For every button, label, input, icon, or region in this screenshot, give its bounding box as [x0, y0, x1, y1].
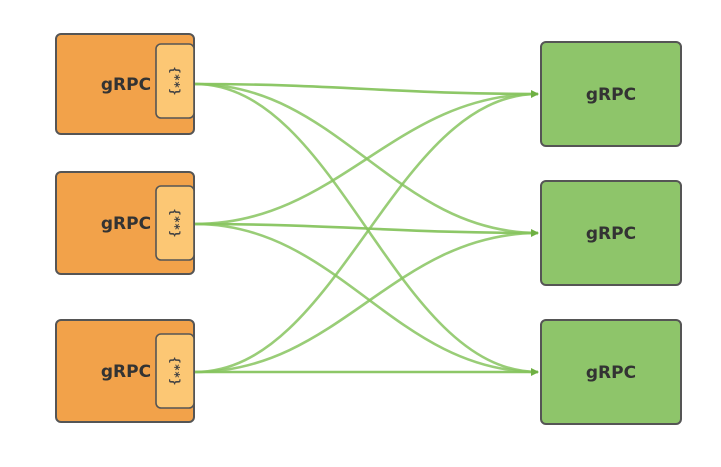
connection-client-2-to-server-1: [194, 90, 539, 226]
stub-box: [155, 185, 195, 261]
server-label: gRPC: [586, 224, 636, 244]
stub-label: {**}: [168, 67, 182, 96]
client-label: gRPC: [101, 362, 151, 382]
servers-layer: gRPC gRPC gRPC: [540, 41, 682, 425]
stub-label: {**}: [168, 357, 182, 386]
server-label: gRPC: [586, 85, 636, 105]
server-box: [540, 180, 682, 286]
connection-client-3-to-server-2: [194, 229, 539, 374]
connections-layer: [194, 82, 539, 376]
connection-client-1-to-server-1: [194, 82, 539, 98]
server-node-2: gRPC: [540, 180, 682, 286]
client-node-3: gRPC {**}: [55, 319, 195, 423]
stub-box: [155, 43, 195, 119]
server-node-3: gRPC: [540, 319, 682, 425]
server-label: gRPC: [586, 363, 636, 383]
client-node-2: gRPC {**}: [55, 171, 195, 275]
client-stub: {**}: [155, 185, 195, 261]
stub-box: [155, 333, 195, 409]
client-stub: {**}: [155, 43, 195, 119]
server-box: [540, 41, 682, 147]
stub-label: {**}: [168, 209, 182, 238]
client-label: gRPC: [101, 214, 151, 234]
connection-client-2-to-server-2: [194, 222, 539, 237]
connection-client-2-to-server-3: [194, 222, 539, 376]
connection-client-3-to-server-1: [194, 90, 539, 374]
client-label: gRPC: [101, 75, 151, 95]
clients-layer: gRPC {**} gRPC {**} gRPC {**}: [55, 33, 195, 423]
server-node-1: gRPC: [540, 41, 682, 147]
client-node-1: gRPC {**}: [55, 33, 195, 135]
client-stub: {**}: [155, 333, 195, 409]
server-box: [540, 319, 682, 425]
